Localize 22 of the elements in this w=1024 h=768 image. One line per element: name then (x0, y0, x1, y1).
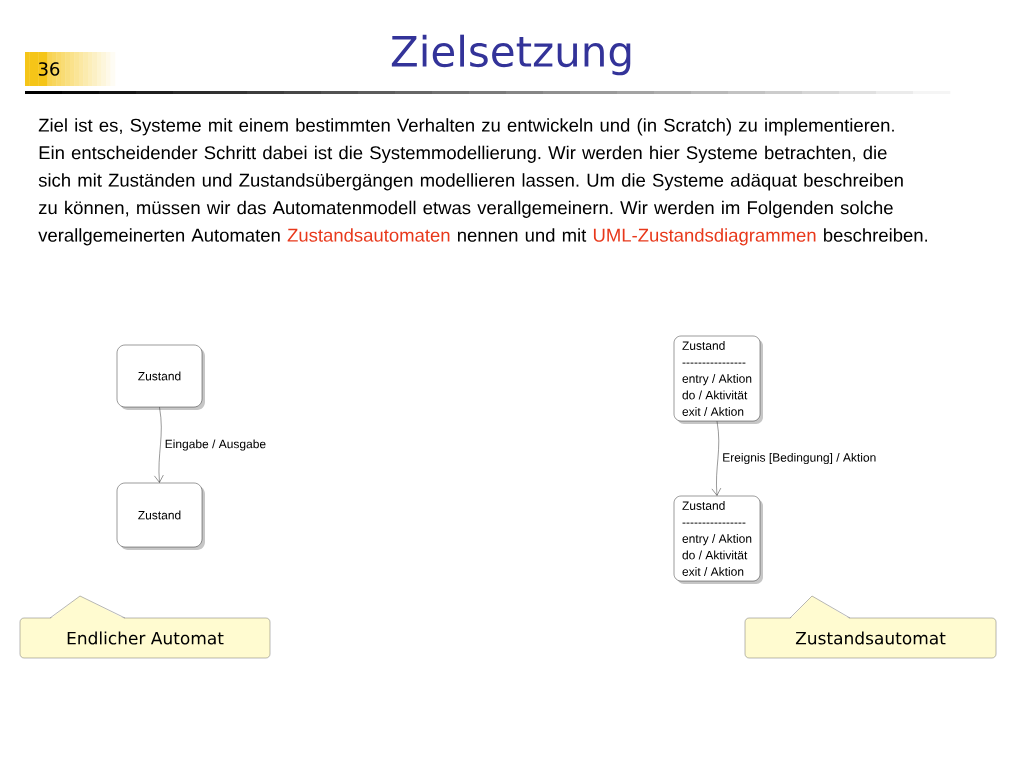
label: Zustandsautomaten (287, 228, 450, 242)
state-box: Zustand (116, 482, 205, 550)
title: Zielsetzung (391, 34, 631, 76)
page-number: 36 (25, 52, 116, 86)
arrow (711, 421, 722, 496)
label: Ein entscheidender Schritt dabei ist die Systemmodellierung. Wir werden hier Systeme betrachten, die (39, 145, 887, 163)
callout-box: Zustandsautomat (744, 595, 997, 659)
label: UML-Zustandsdiagrammen (593, 228, 816, 246)
state-box: Zustand ---------------- entry / Aktion do / Aktivität exit / Aktion (673, 495, 763, 584)
state-box: Zustand ---------------- entry / Aktion do / Aktivität exit / Aktion (673, 335, 763, 424)
label: sich mit Zuständen und Zustandsübergängen modellieren lassen. Um die Systeme adäquat beschreiben (38, 173, 903, 191)
edge-label: Ereignis [Bedingung] / Aktion (723, 452, 876, 465)
edge-label: Eingabe / Ausgabe (165, 439, 266, 451)
label: zu können, müssen wir das Automatenmodell etwas verallgemeinern. Wir werden im Folgenden solche (38, 200, 893, 218)
label: beschreiben. (824, 228, 928, 242)
arrow (154, 407, 164, 483)
label: verallgemeinerten Automaten (38, 228, 280, 246)
label: Ziel ist es, Systeme mit einem bestimmten Verhalten zu entwickeln und (in Scratch) zu implementieren. (38, 118, 894, 136)
state-box: Zustand (116, 344, 205, 410)
paragraph: Ziel ist es, Systeme mit einem bestimmten Verhalten zu entwickeln und (in Scratch) zu implementieren. Ein entscheidender Schritt dabei ist die Systemmodellierung. Wir werden hier Systeme betrachten, die sich mit Zuständen und Zustandsübergängen modellieren lassen. Um die Systeme adäquat beschreiben zu können, müssen wir das Automatenmodell etwas verallgemeinern. Wir werden im Folgenden solche verallgemeinerten Automaten Zustandsautomaten nennen und mit UML-Zustandsdiagrammen beschreiben. (38, 118, 928, 246)
callout-box: Endlicher Automat (19, 595, 271, 659)
label: nennen und mit (457, 228, 587, 242)
